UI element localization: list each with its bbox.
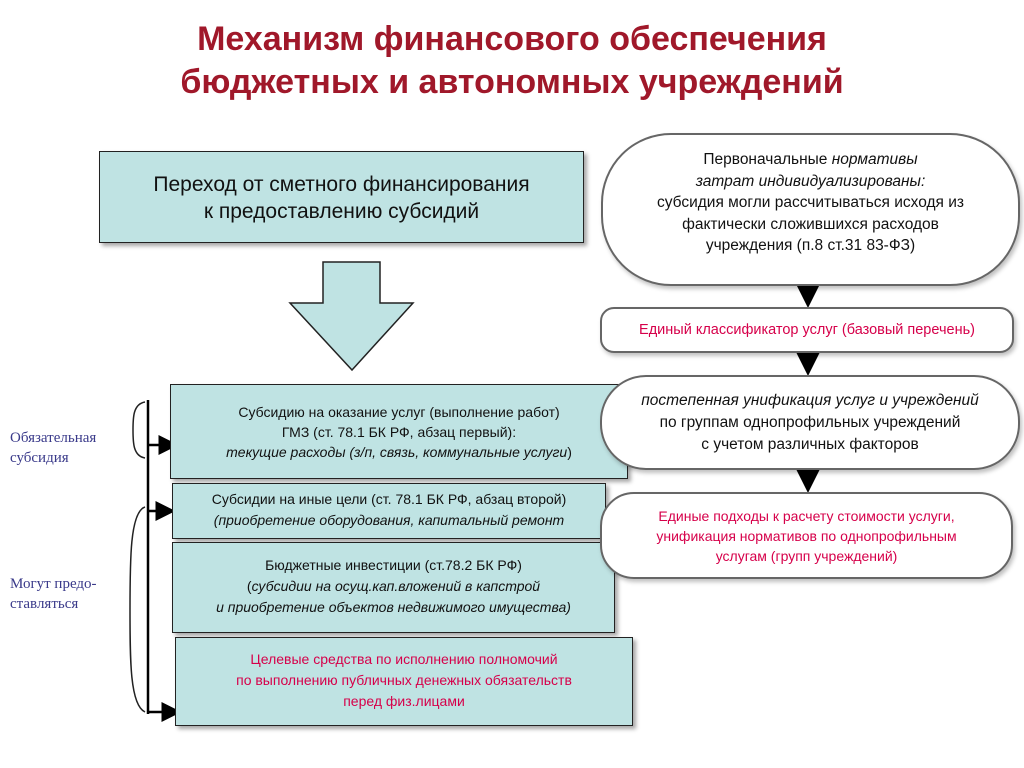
gmz-line-1: Субсидию на оказание услуг (выполнение р…: [238, 404, 560, 420]
approaches-line-3: услугам (групп учреждений): [715, 548, 898, 564]
unification-line-3: с учетом различных факторов: [701, 436, 919, 453]
investments-line-2-open: (: [246, 578, 252, 594]
title-line-1: Механизм финансового обеспечения: [197, 20, 827, 58]
unification-line-1: постепенная унификация услуг и учреждени…: [641, 392, 979, 409]
approaches-pill: Единые подходы к расчету стоимости услуг…: [600, 492, 1013, 579]
gmz-line-3-close: ): [567, 444, 572, 460]
investments-box: Бюджетные инвестиции (ст.78.2 БК РФ) (су…: [172, 542, 615, 633]
title-line-2: бюджетных и автономных учреждений: [180, 63, 844, 101]
approaches-line-1: Единые подходы к расчету стоимости услуг…: [658, 508, 955, 524]
investments-line-3: и приобретение объектов недвижимого имущ…: [216, 599, 571, 615]
gmz-line-3-italic: текущие расходы (з/п, связь, коммунальны…: [226, 444, 568, 460]
other-goals-box: Субсидии на иные цели (ст. 78.1 БК РФ, а…: [172, 483, 606, 539]
mandatory-label-line-2: субсидия: [10, 450, 69, 466]
other-goals-line-2: (приобретение оборудования, капитальный …: [213, 512, 565, 528]
targeted-line-3: перед физ.лицами: [343, 693, 465, 709]
initial-line-1-italic: нормативы: [831, 151, 918, 168]
optional-label-line-2: ставляться: [10, 596, 79, 612]
optional-label: Могут предо- ставляться: [10, 574, 97, 614]
initial-line-2: затрат индивидуализированы:: [695, 172, 926, 190]
classifier-line-1: Единый классификатор услуг (базовый пере…: [639, 322, 975, 338]
targeted-line-2: по выполнению публичных денежных обязате…: [236, 672, 572, 688]
investments-line-2-italic: субсидии на осущ.кап.вложений в капстрой: [251, 578, 541, 594]
investments-line-2: (субсидии на осущ.кап.вложений в капстро…: [173, 576, 614, 597]
down-arrow-shape: [288, 261, 415, 372]
approaches-line-2: унификация нормативов по однопрофильным: [656, 528, 957, 544]
page-title: Механизм финансового обеспечения бюджетн…: [0, 18, 1024, 104]
transition-line-1: Переход от сметного финансирования: [153, 173, 530, 196]
investments-line-1: Бюджетные инвестиции (ст.78.2 БК РФ): [265, 557, 522, 573]
transition-box: Переход от сметного финансирования к пре…: [99, 151, 584, 243]
targeted-funds-box: Целевые средства по исполнению полномочи…: [175, 637, 633, 726]
gmz-line-2: ГМЗ (ст. 78.1 БК РФ, абзац первый):: [281, 424, 517, 440]
initial-norms-pill: Первоначальные нормативы затрат индивиду…: [601, 133, 1020, 286]
gmz-subsidy-box: Субсидию на оказание услуг (выполнение р…: [170, 384, 628, 479]
initial-line-1-plain: Первоначальные: [703, 151, 832, 168]
initial-line-3: субсидия могли рассчитываться исходя из: [656, 194, 965, 211]
mandatory-label-line-1: Обязательная: [10, 430, 97, 446]
initial-line-4: фактически сложившихся расходов: [682, 215, 939, 233]
unification-line-2: по группам однопрофильных учреждений: [659, 414, 961, 431]
classifier-pill: Единый классификатор услуг (базовый пере…: [600, 307, 1014, 353]
optional-label-line-1: Могут предо-: [10, 576, 97, 592]
gmz-line-3: текущие расходы (з/п, связь, коммунальны…: [171, 442, 627, 462]
unification-pill: постепенная унификация услуг и учреждени…: [600, 375, 1020, 470]
mandatory-bracket: [132, 401, 146, 459]
transition-line-2: к предоставлению субсидий: [203, 200, 480, 223]
mandatory-subsidy-label: Обязательная субсидия: [10, 428, 96, 468]
optional-bracket: [129, 506, 146, 713]
targeted-line-1: Целевые средства по исполнению полномочи…: [250, 651, 558, 667]
initial-line-1: Первоначальные нормативы: [603, 149, 1018, 171]
initial-line-5: учреждения (п.8 ст.31 83-ФЗ): [705, 237, 916, 254]
other-goals-line-1: Субсидии на иные цели (ст. 78.1 БК РФ, а…: [211, 491, 567, 507]
